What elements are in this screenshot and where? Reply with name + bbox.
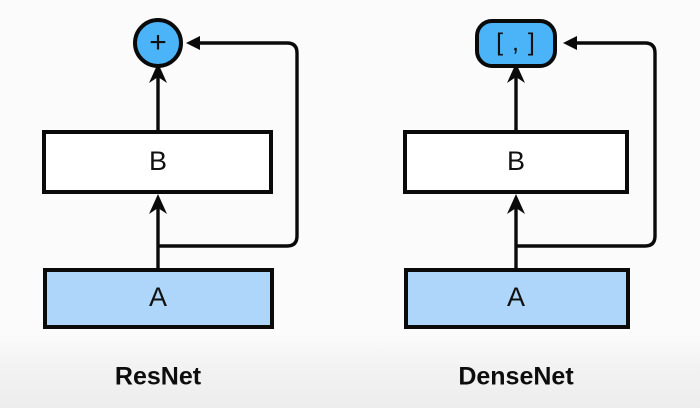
panel-resnet: B A + ResNet [42, 18, 299, 391]
resnet-skip-arrowhead-icon [186, 36, 200, 50]
resnet-sum-node-label: + [149, 26, 167, 59]
resnet-block-b[interactable] [42, 130, 273, 194]
densenet-block-a[interactable] [404, 268, 630, 329]
densenet-skip-arrowhead-icon [563, 36, 577, 50]
densenet-arrowhead-a-to-b-icon [507, 194, 525, 214]
resnet-block-a-label: A [149, 282, 167, 312]
densenet-block-a-label: A [507, 282, 525, 312]
densenet-arrowhead-b-to-concat-icon [507, 63, 525, 83]
resnet-arrowhead-a-to-b-icon [149, 194, 167, 214]
resnet-caption: ResNet [115, 363, 202, 391]
densenet-block-b-label: B [507, 146, 525, 176]
densenet-concat-node-label: [ , ] [496, 29, 536, 57]
resnet-arrowhead-b-to-sum-icon [149, 63, 167, 83]
densenet-block-b[interactable] [403, 130, 629, 194]
densenet-concat-node[interactable] [475, 19, 557, 68]
resnet-sum-node[interactable] [133, 18, 183, 68]
panel-densenet: B A [ , ] DenseNet [403, 19, 657, 391]
resnet-block-a[interactable] [43, 268, 274, 329]
densenet-caption: DenseNet [458, 363, 574, 391]
resnet-skip-connection-edge [158, 41, 299, 248]
densenet-skip-connection-edge [516, 41, 657, 248]
resnet-block-b-label: B [149, 146, 167, 176]
